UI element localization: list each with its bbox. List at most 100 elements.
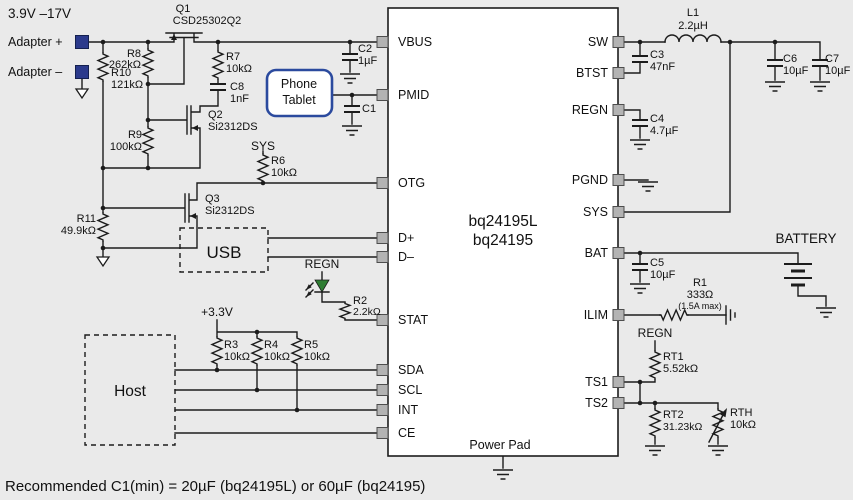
capacitor-plates	[210, 53, 828, 271]
battery-short-plates	[791, 269, 805, 287]
resistor-rt1	[649, 349, 661, 381]
r11-value: 49.9kΩ	[61, 225, 96, 237]
thermistor-arrowhead	[720, 408, 727, 418]
pin-label-sw: SW	[588, 35, 608, 49]
resistor-r9	[142, 125, 154, 157]
pin-label-scl: SCL	[398, 383, 422, 397]
led-emission-arrowhead-1	[306, 284, 312, 290]
q3-arrow	[190, 213, 196, 219]
c6-value: 10µF	[783, 65, 809, 77]
pin-pad-vbus	[376, 36, 389, 48]
pin-label-ilim: ILIM	[584, 308, 608, 322]
power-pad-label: Power Pad	[469, 438, 530, 452]
c2-value: 1µF	[358, 55, 377, 67]
pin-label-ts1: TS1	[585, 375, 608, 389]
c5-value: 10µF	[650, 269, 676, 281]
pin-pad-ts2	[612, 397, 625, 409]
ground-c2	[339, 73, 361, 84]
resistor-r5	[291, 335, 303, 367]
rt2-value: 31.23kΩ	[663, 421, 703, 433]
usb-box	[179, 227, 269, 273]
l1-ref: L1	[687, 7, 699, 19]
ground-pgnd	[637, 181, 659, 192]
pin-label-dminus: D–	[398, 250, 414, 264]
ground-c1	[341, 125, 363, 136]
r5-value: 10kΩ	[304, 351, 330, 363]
host-box	[84, 334, 176, 446]
adapter-minus-label: Adapter –	[8, 65, 62, 79]
rth-ref: RTH	[730, 407, 752, 419]
pin-label-pgnd: PGND	[572, 173, 608, 187]
ground-r11	[96, 256, 110, 267]
r1-ref: R1	[693, 277, 707, 289]
r9-value: 100kΩ	[110, 141, 142, 153]
r10-ref: R10	[111, 67, 131, 79]
pin-pad-sw	[612, 36, 625, 48]
pin-label-sda: SDA	[398, 363, 424, 377]
pin-pad-dminus	[376, 251, 389, 263]
resistor-rth	[712, 407, 724, 439]
ground-c7	[809, 81, 831, 92]
resistor-r1	[659, 308, 689, 322]
rt1-ref: RT1	[663, 351, 684, 363]
pin-pad-bat	[612, 247, 625, 259]
c8-value: 1nF	[230, 93, 249, 105]
q2-arrow	[192, 125, 198, 131]
resistor-r2	[339, 301, 351, 321]
pin-label-ts2: TS2	[585, 396, 608, 410]
resistor-r6	[257, 152, 269, 184]
c3-ref: C3	[650, 49, 664, 61]
pin-label-pmid: PMID	[398, 88, 429, 102]
usb-label: USB	[207, 243, 242, 262]
adapter-minus-terminal	[75, 65, 89, 79]
q1-ref: Q1	[176, 3, 191, 15]
ic-name-line1: bq24195L	[469, 213, 538, 230]
q3-part: Si2312DS	[205, 205, 255, 217]
pin-pad-otg	[376, 177, 389, 189]
resistors	[97, 47, 727, 443]
pin-pad-scl	[376, 384, 389, 396]
r4-value: 10kΩ	[264, 351, 290, 363]
resistor-r8	[142, 47, 154, 79]
resistor-rt2	[649, 407, 661, 439]
pin-label-dplus: D+	[398, 231, 414, 245]
c8-ref: C8	[230, 81, 244, 93]
ic-body	[387, 7, 619, 457]
tablet-label: Tablet	[282, 93, 316, 107]
ground-powerpad	[492, 469, 514, 480]
c5-ref: C5	[650, 257, 664, 269]
r7-value: 10kΩ	[226, 63, 252, 75]
r11-ref: R11	[77, 213, 96, 225]
r7-ref: R7	[226, 51, 240, 63]
battery-long-plates	[784, 263, 812, 279]
r3-ref: R3	[224, 339, 238, 351]
device-glyphs	[171, 34, 812, 298]
pin-pad-pmid	[376, 89, 389, 101]
resistor-r3	[211, 335, 223, 367]
adapter-plus-label: Adapter +	[8, 35, 63, 49]
pin-pad-sys	[612, 206, 625, 218]
r9-ref: R9	[128, 129, 142, 141]
r1-value: 333Ω	[687, 289, 714, 301]
pin-label-vbus: VBUS	[398, 35, 432, 49]
led-emission-arrowhead-2	[306, 291, 312, 297]
pin-pad-dplus	[376, 232, 389, 244]
c4-ref: C4	[650, 113, 664, 125]
input-voltage-range: 3.9V –17V	[8, 6, 71, 21]
inductor-l1	[664, 34, 722, 43]
r1-note: (1.5A max)	[678, 301, 722, 311]
ground-c6	[764, 81, 786, 92]
ground-rt2	[644, 445, 666, 456]
ground-adapter-minus	[75, 88, 89, 99]
sys-net-label: SYS	[251, 139, 275, 153]
r6-ref: R6	[271, 155, 285, 167]
r4-ref: R4	[264, 339, 278, 351]
pin-pad-ce	[376, 427, 389, 439]
battery-net-label: BATTERY	[775, 231, 836, 246]
adapter-plus-terminal	[75, 35, 89, 49]
q1-arrow	[171, 34, 177, 40]
host-label: Host	[114, 383, 147, 400]
rth-value: 10kΩ	[730, 419, 756, 431]
